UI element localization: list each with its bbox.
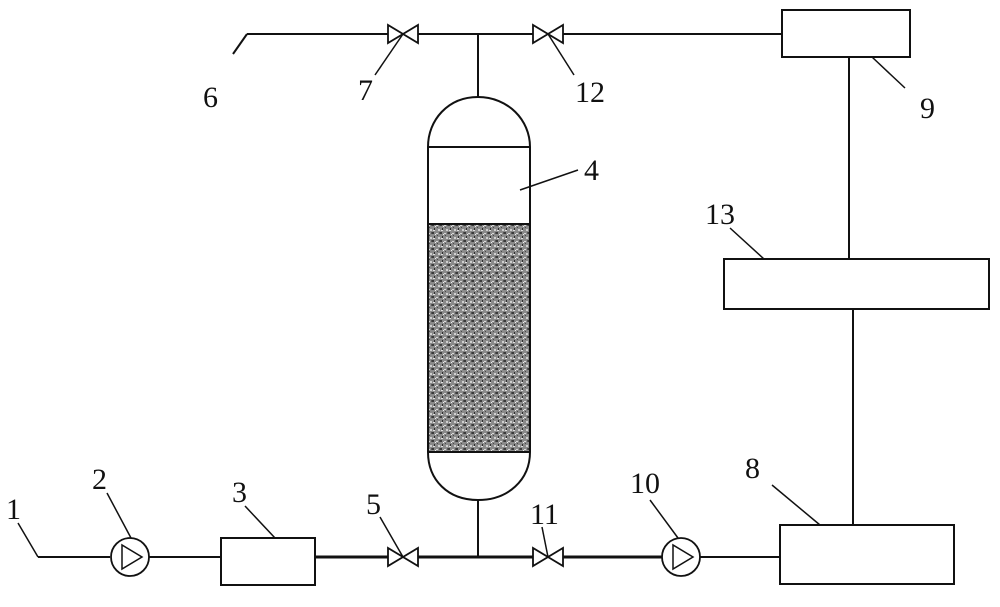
label-4: 4	[584, 154, 599, 187]
unit-8	[779, 524, 955, 585]
leader-4	[519, 169, 579, 191]
leader-7	[374, 33, 404, 76]
valve-11	[532, 546, 564, 568]
leader-13	[729, 227, 765, 260]
pump-10	[661, 537, 701, 577]
label-8: 8	[745, 452, 760, 485]
label-10: 10	[630, 467, 660, 500]
label-6: 6	[203, 81, 218, 114]
pump-2	[110, 537, 150, 577]
leader-1	[17, 522, 39, 558]
label-2: 2	[92, 463, 107, 496]
leader-8	[771, 484, 821, 526]
leader-10	[649, 499, 679, 539]
label-12: 12	[575, 76, 605, 109]
unit-9	[781, 9, 911, 58]
leader-5	[379, 516, 404, 558]
label-1: 1	[6, 493, 21, 526]
label-13: 13	[705, 198, 735, 231]
label-7: 7	[358, 74, 373, 107]
valve-7	[387, 23, 419, 45]
label-3: 3	[232, 476, 247, 509]
leader-2	[106, 492, 132, 539]
leader-12	[547, 33, 575, 76]
unit-3	[220, 537, 316, 586]
unit-13	[723, 258, 990, 310]
label-9: 9	[920, 92, 935, 125]
leader-3	[244, 505, 276, 539]
column-packing	[429, 224, 529, 452]
outlet-pipe-6-bend	[232, 33, 248, 55]
leader-9	[871, 56, 906, 89]
leader-11	[541, 526, 549, 558]
label-11: 11	[530, 498, 559, 531]
label-5: 5	[366, 488, 381, 521]
